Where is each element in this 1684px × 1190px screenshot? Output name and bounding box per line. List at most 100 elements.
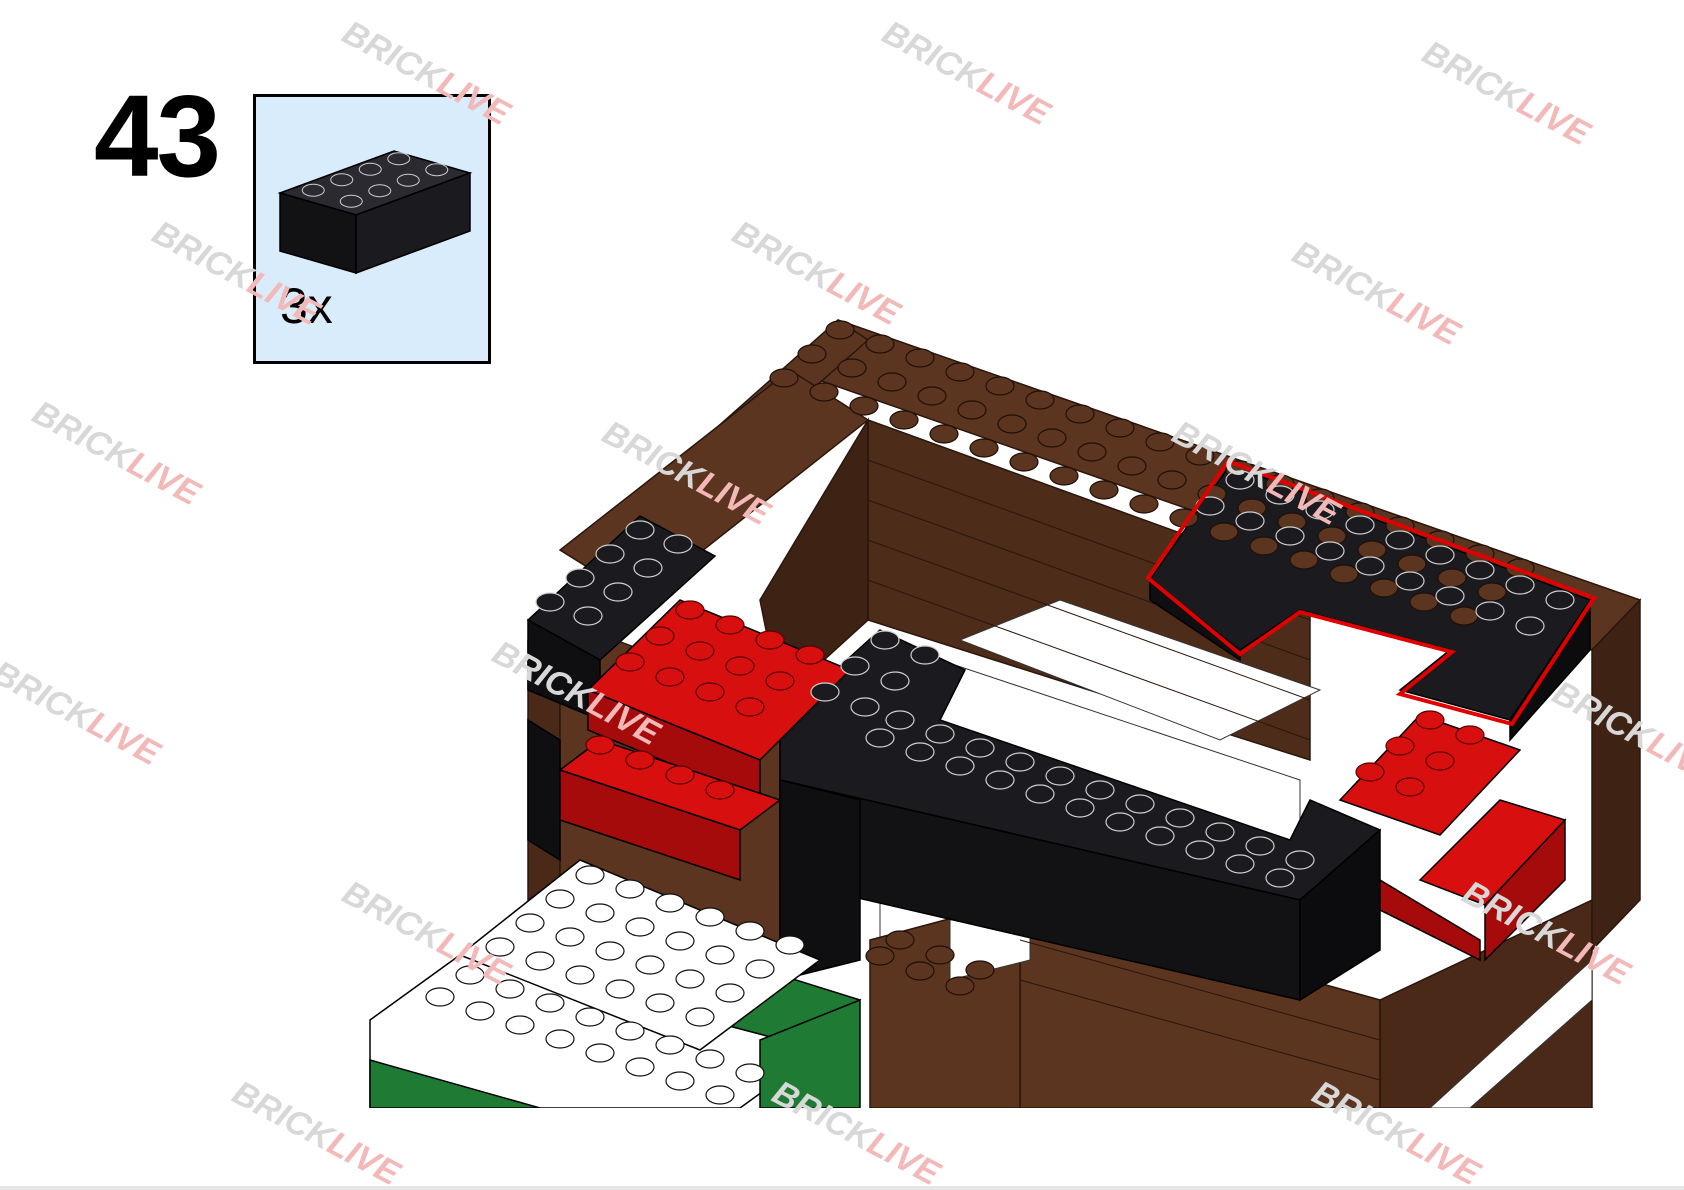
- brick-stud: [603, 582, 633, 602]
- brick-stud: [485, 937, 515, 957]
- brick-stud: [1145, 826, 1175, 846]
- brick-2x4-icon: [277, 150, 473, 275]
- brick-stud: [1077, 442, 1107, 462]
- brick-stud: [1395, 571, 1425, 591]
- part-quantity: 3x: [280, 278, 333, 334]
- brick-stud: [685, 641, 715, 661]
- brick-stud: [1129, 494, 1159, 514]
- new-part-highlight: [1145, 458, 1598, 727]
- brick-stud: [535, 993, 565, 1013]
- brick-stud: [1005, 752, 1035, 772]
- brick-stud: [945, 976, 975, 996]
- brick-stud: [1145, 432, 1175, 452]
- brick-stud: [575, 865, 605, 885]
- brick-stud: [1265, 868, 1295, 888]
- page-bottom-rule: [0, 1186, 1684, 1190]
- brick-stud: [625, 750, 655, 770]
- brick-stud: [635, 955, 665, 975]
- brick-stud: [925, 945, 955, 965]
- brick-stud: [1545, 590, 1575, 610]
- brick-stud: [1345, 515, 1375, 535]
- brick-stud: [1477, 582, 1507, 602]
- brick-stud: [735, 697, 765, 717]
- brick-stud: [797, 344, 827, 364]
- brick-stud: [809, 382, 839, 402]
- brick-stud: [1225, 854, 1255, 874]
- brick-stud: [715, 615, 745, 635]
- brick-stud: [1329, 564, 1359, 584]
- brick-stud: [515, 913, 545, 933]
- brick-stud: [565, 965, 595, 985]
- brick-stud: [1475, 601, 1505, 621]
- brick-stud: [1409, 592, 1439, 612]
- brick-stud: [330, 173, 354, 187]
- brick-stud: [655, 1035, 685, 1055]
- brick-stud: [1025, 784, 1055, 804]
- brick-stud: [910, 645, 940, 665]
- brick-stud: [1025, 390, 1055, 410]
- brick-stud: [585, 735, 615, 755]
- brick-stud: [645, 993, 675, 1013]
- brick-stud: [810, 682, 840, 702]
- brick-stud: [1049, 466, 1079, 486]
- brick-stud: [735, 1063, 765, 1083]
- brick-stud: [1305, 500, 1335, 520]
- brick-stud: [1355, 556, 1385, 576]
- brick-stud: [965, 960, 995, 980]
- brick-stud: [715, 983, 745, 1003]
- brick-stud: [1205, 822, 1235, 842]
- brick-stud: [615, 652, 645, 672]
- brick-stud: [1425, 751, 1455, 771]
- brick-stud: [465, 1001, 495, 1021]
- brick-stud: [1357, 540, 1387, 560]
- brick-stud: [1105, 812, 1135, 832]
- brick-stud: [965, 738, 995, 758]
- brick-stud: [705, 780, 735, 800]
- step-number: 43: [94, 71, 221, 201]
- brick-stud: [735, 921, 765, 941]
- brick-stud: [535, 592, 565, 612]
- brick-stud: [945, 756, 975, 776]
- brick-stud: [849, 396, 879, 416]
- brick-stud: [301, 183, 325, 197]
- brick-stud: [1369, 578, 1399, 598]
- brick-stud: [825, 320, 855, 340]
- brick-stud: [1209, 522, 1239, 542]
- brick-stud: [1235, 511, 1265, 531]
- brick-stud: [905, 961, 935, 981]
- brick-stud: [605, 979, 635, 999]
- brick-stud: [573, 606, 603, 626]
- brick-stud: [1185, 446, 1215, 466]
- brick-stud: [1009, 452, 1039, 472]
- brick-stud: [1037, 428, 1067, 448]
- brick-stud: [705, 945, 735, 965]
- brick-stud: [880, 671, 910, 691]
- brick-stud: [877, 372, 907, 392]
- brick-stud: [665, 931, 695, 951]
- brick-stud: [595, 544, 625, 564]
- brick-stud: [1065, 798, 1095, 818]
- brick-stud: [695, 1049, 725, 1069]
- brick-stud: [1185, 840, 1215, 860]
- brick-stud: [575, 1007, 605, 1027]
- brick-stud: [1455, 725, 1485, 745]
- brick-stud: [665, 1071, 695, 1091]
- brick-stud: [1065, 404, 1095, 424]
- brick-stud: [837, 358, 867, 378]
- brick-stud: [997, 414, 1027, 434]
- brick-stud: [1425, 545, 1455, 565]
- brick-stud: [1089, 480, 1119, 500]
- brick-stud: [1285, 850, 1315, 870]
- brick-stud: [745, 959, 775, 979]
- brick-stud: [1385, 736, 1415, 756]
- brick-stud: [1449, 606, 1479, 626]
- brick-stud: [396, 173, 420, 187]
- brick-stud: [925, 724, 955, 744]
- brick-stud: [695, 907, 725, 927]
- brick-stud: [555, 927, 585, 947]
- brick-stud: [545, 889, 575, 909]
- brick-stud: [358, 162, 382, 176]
- brick-stud: [795, 645, 825, 665]
